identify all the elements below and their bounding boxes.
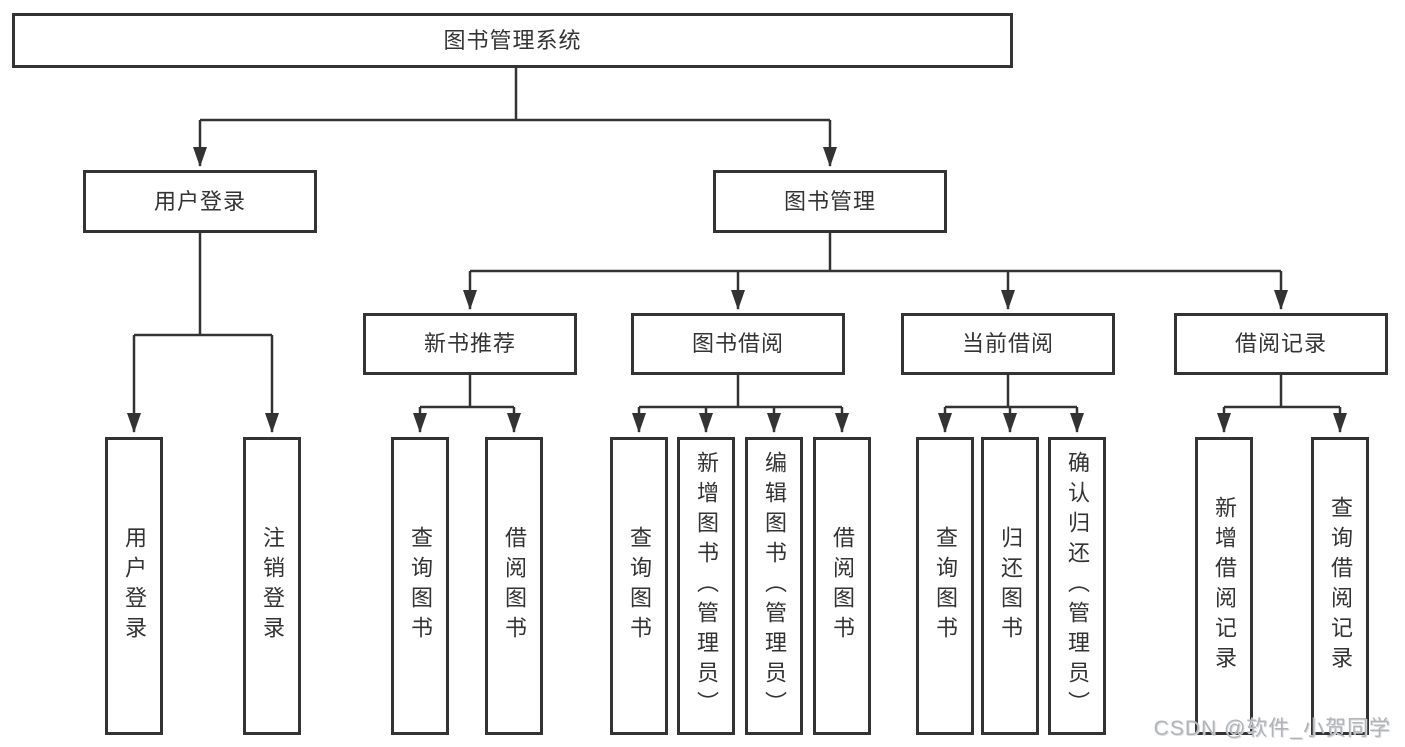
leaf-query-books-borrowing: 查询图书 <box>610 437 668 735</box>
csdn-watermark: CSDN @软件_小贺同学 <box>1153 717 1391 740</box>
leaf-query-books-recommend: 查询图书 <box>391 437 449 735</box>
node-user-login: 用户登录 <box>83 170 317 233</box>
node-current-borrowing: 当前借阅 <box>901 313 1115 375</box>
leaf-logout: 注销登录 <box>243 437 301 735</box>
leaf-edit-books-admin: 编辑图书（管理员） <box>745 437 803 735</box>
leaf-add-books-admin: 新增图书（管理员） <box>677 437 735 735</box>
node-book-borrowing: 图书借阅 <box>631 313 845 375</box>
leaf-borrow-books: 借阅图书 <box>813 437 871 735</box>
node-book-management: 图书管理 <box>713 170 947 233</box>
node-label: 用户登录 <box>153 188 246 214</box>
node-label: 确认归还（管理员） <box>1065 451 1090 721</box>
node-label: 编辑图书（管理员） <box>762 451 787 721</box>
node-label: 注销登录 <box>260 526 285 646</box>
node-label: 新增图书（管理员） <box>694 451 719 721</box>
node-label: 借阅记录 <box>1234 331 1327 356</box>
leaf-return-books: 归还图书 <box>981 437 1039 735</box>
leaf-add-borrow-record: 新增借阅记录 <box>1195 437 1253 735</box>
leaf-user-login: 用户登录 <box>105 437 163 735</box>
node-label: 图书借阅 <box>691 331 784 356</box>
leaf-borrow-books-recommend: 借阅图书 <box>485 437 543 735</box>
node-label: 当前借阅 <box>961 331 1054 356</box>
node-label: 图书管理 <box>783 188 876 214</box>
node-label: 新增借阅记录 <box>1212 496 1237 676</box>
node-label: 用户登录 <box>122 526 147 646</box>
node-label: 借阅图书 <box>502 526 527 646</box>
node-label: 查询图书 <box>408 526 433 646</box>
node-new-book-recommendation: 新书推荐 <box>363 313 577 375</box>
node-borrowing-records: 借阅记录 <box>1174 313 1388 375</box>
node-label: 借阅图书 <box>830 526 855 646</box>
node-label: 查询图书 <box>933 526 958 646</box>
node-label: 新书推荐 <box>423 331 516 356</box>
leaf-query-borrow-record: 查询借阅记录 <box>1311 437 1369 735</box>
node-label: 归还图书 <box>998 526 1023 646</box>
node-label: 查询借阅记录 <box>1328 496 1353 676</box>
node-library-management-system: 图书管理系统 <box>12 13 1013 68</box>
leaf-confirm-return-admin: 确认归还（管理员） <box>1048 437 1106 735</box>
node-label: 图书管理系统 <box>443 27 582 53</box>
leaf-query-books-current: 查询图书 <box>916 437 974 735</box>
node-label: 查询图书 <box>627 526 652 646</box>
